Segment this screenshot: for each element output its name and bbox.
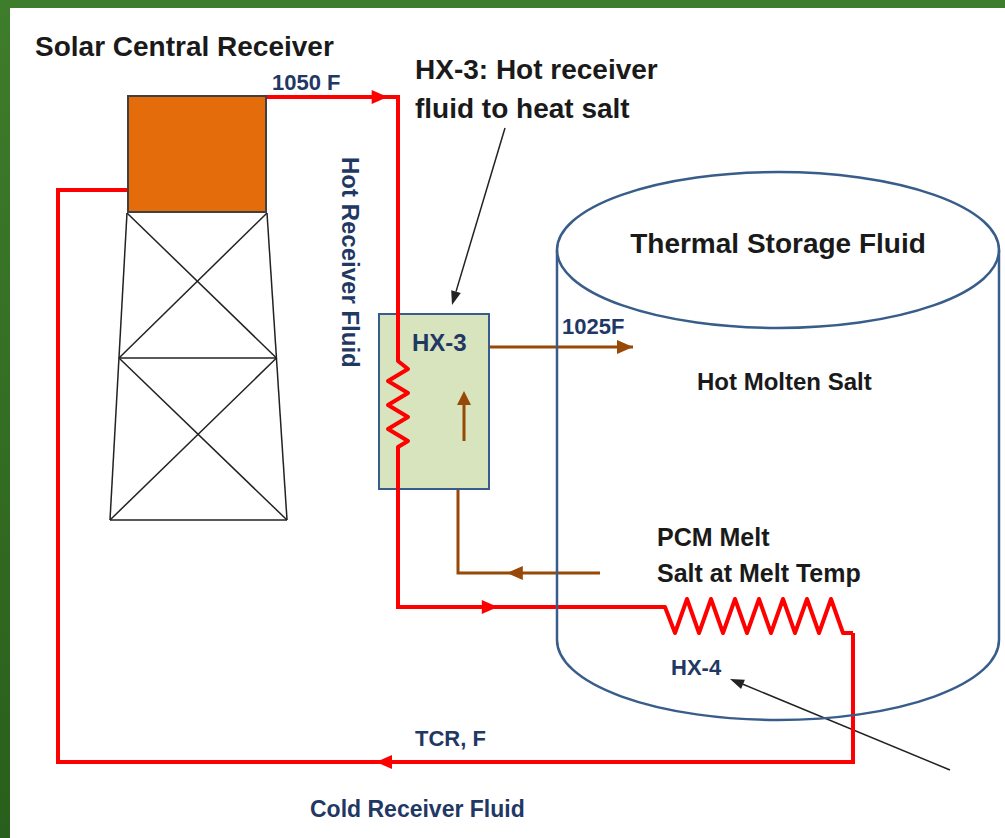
connector-arrowhead [376, 755, 392, 769]
callout-leader [451, 128, 505, 305]
flow-label: Hot Receiver Fluid [335, 157, 364, 368]
connector-arrowhead [617, 340, 633, 354]
connector-line [490, 346, 633, 349]
leader-line [456, 128, 505, 292]
tower-brace [127, 213, 277, 358]
tower-brace [119, 213, 267, 358]
connector-line [267, 97, 398, 313]
tower-brace [110, 358, 277, 520]
connector-line [398, 490, 653, 607]
heat-exchanger-box: HX-3 [378, 313, 490, 490]
leader-arrowhead [451, 290, 461, 305]
receiver-box: Solar Central Receiver [127, 95, 267, 213]
tank-zone-label: PCM Melt Salt at Melt Temp [657, 519, 897, 592]
flow-connector [267, 90, 398, 313]
flow-connector [490, 340, 633, 354]
tower-beam [110, 519, 287, 521]
connector-line [458, 490, 600, 573]
connector-arrowhead [507, 566, 523, 580]
connector-line [58, 190, 853, 762]
connector-arrowhead [372, 90, 388, 104]
salt-flow-line [463, 403, 466, 441]
tower-beam [119, 357, 277, 359]
exchanger-name: HX-4 [671, 655, 721, 681]
receiver-title: Solar Central Receiver [35, 30, 334, 64]
flow-temperature: 1050 F [272, 70, 341, 96]
leader-arrowhead [730, 679, 745, 689]
tank-title: Thermal Storage Fluid [630, 227, 926, 261]
tower-leg [110, 213, 127, 520]
tank-body [557, 250, 999, 720]
flow-temperature: TCR, F [415, 726, 486, 752]
tank-zone-label: Hot Molten Salt [697, 368, 872, 397]
exchanger-name: HX-3 [412, 329, 467, 358]
callout-leader [730, 679, 950, 770]
flow-connector [58, 190, 853, 769]
flow-label: Cold Receiver Fluid [310, 796, 525, 824]
flow-temperature: 1025F [562, 314, 624, 340]
tower-brace [119, 358, 287, 520]
coil-exchanger: HX-4 [653, 597, 853, 687]
wrap-spacer [797, 519, 897, 544]
salt-flow-arrowhead [457, 391, 471, 405]
flow-connector [458, 490, 600, 580]
tower-leg [267, 213, 287, 520]
storage-tank: Thermal Storage FluidHot Molten SaltPCM … [553, 165, 1003, 725]
flow-connector [398, 490, 653, 614]
tank-top [557, 172, 999, 328]
callout-text: HX-3: Hot receiver fluid to heat salt [415, 50, 705, 128]
heating-coil [388, 313, 408, 490]
connector-arrowhead [482, 600, 498, 614]
leader-line [743, 684, 950, 770]
tower-frame [110, 213, 287, 520]
coil-zigzag [653, 599, 853, 633]
